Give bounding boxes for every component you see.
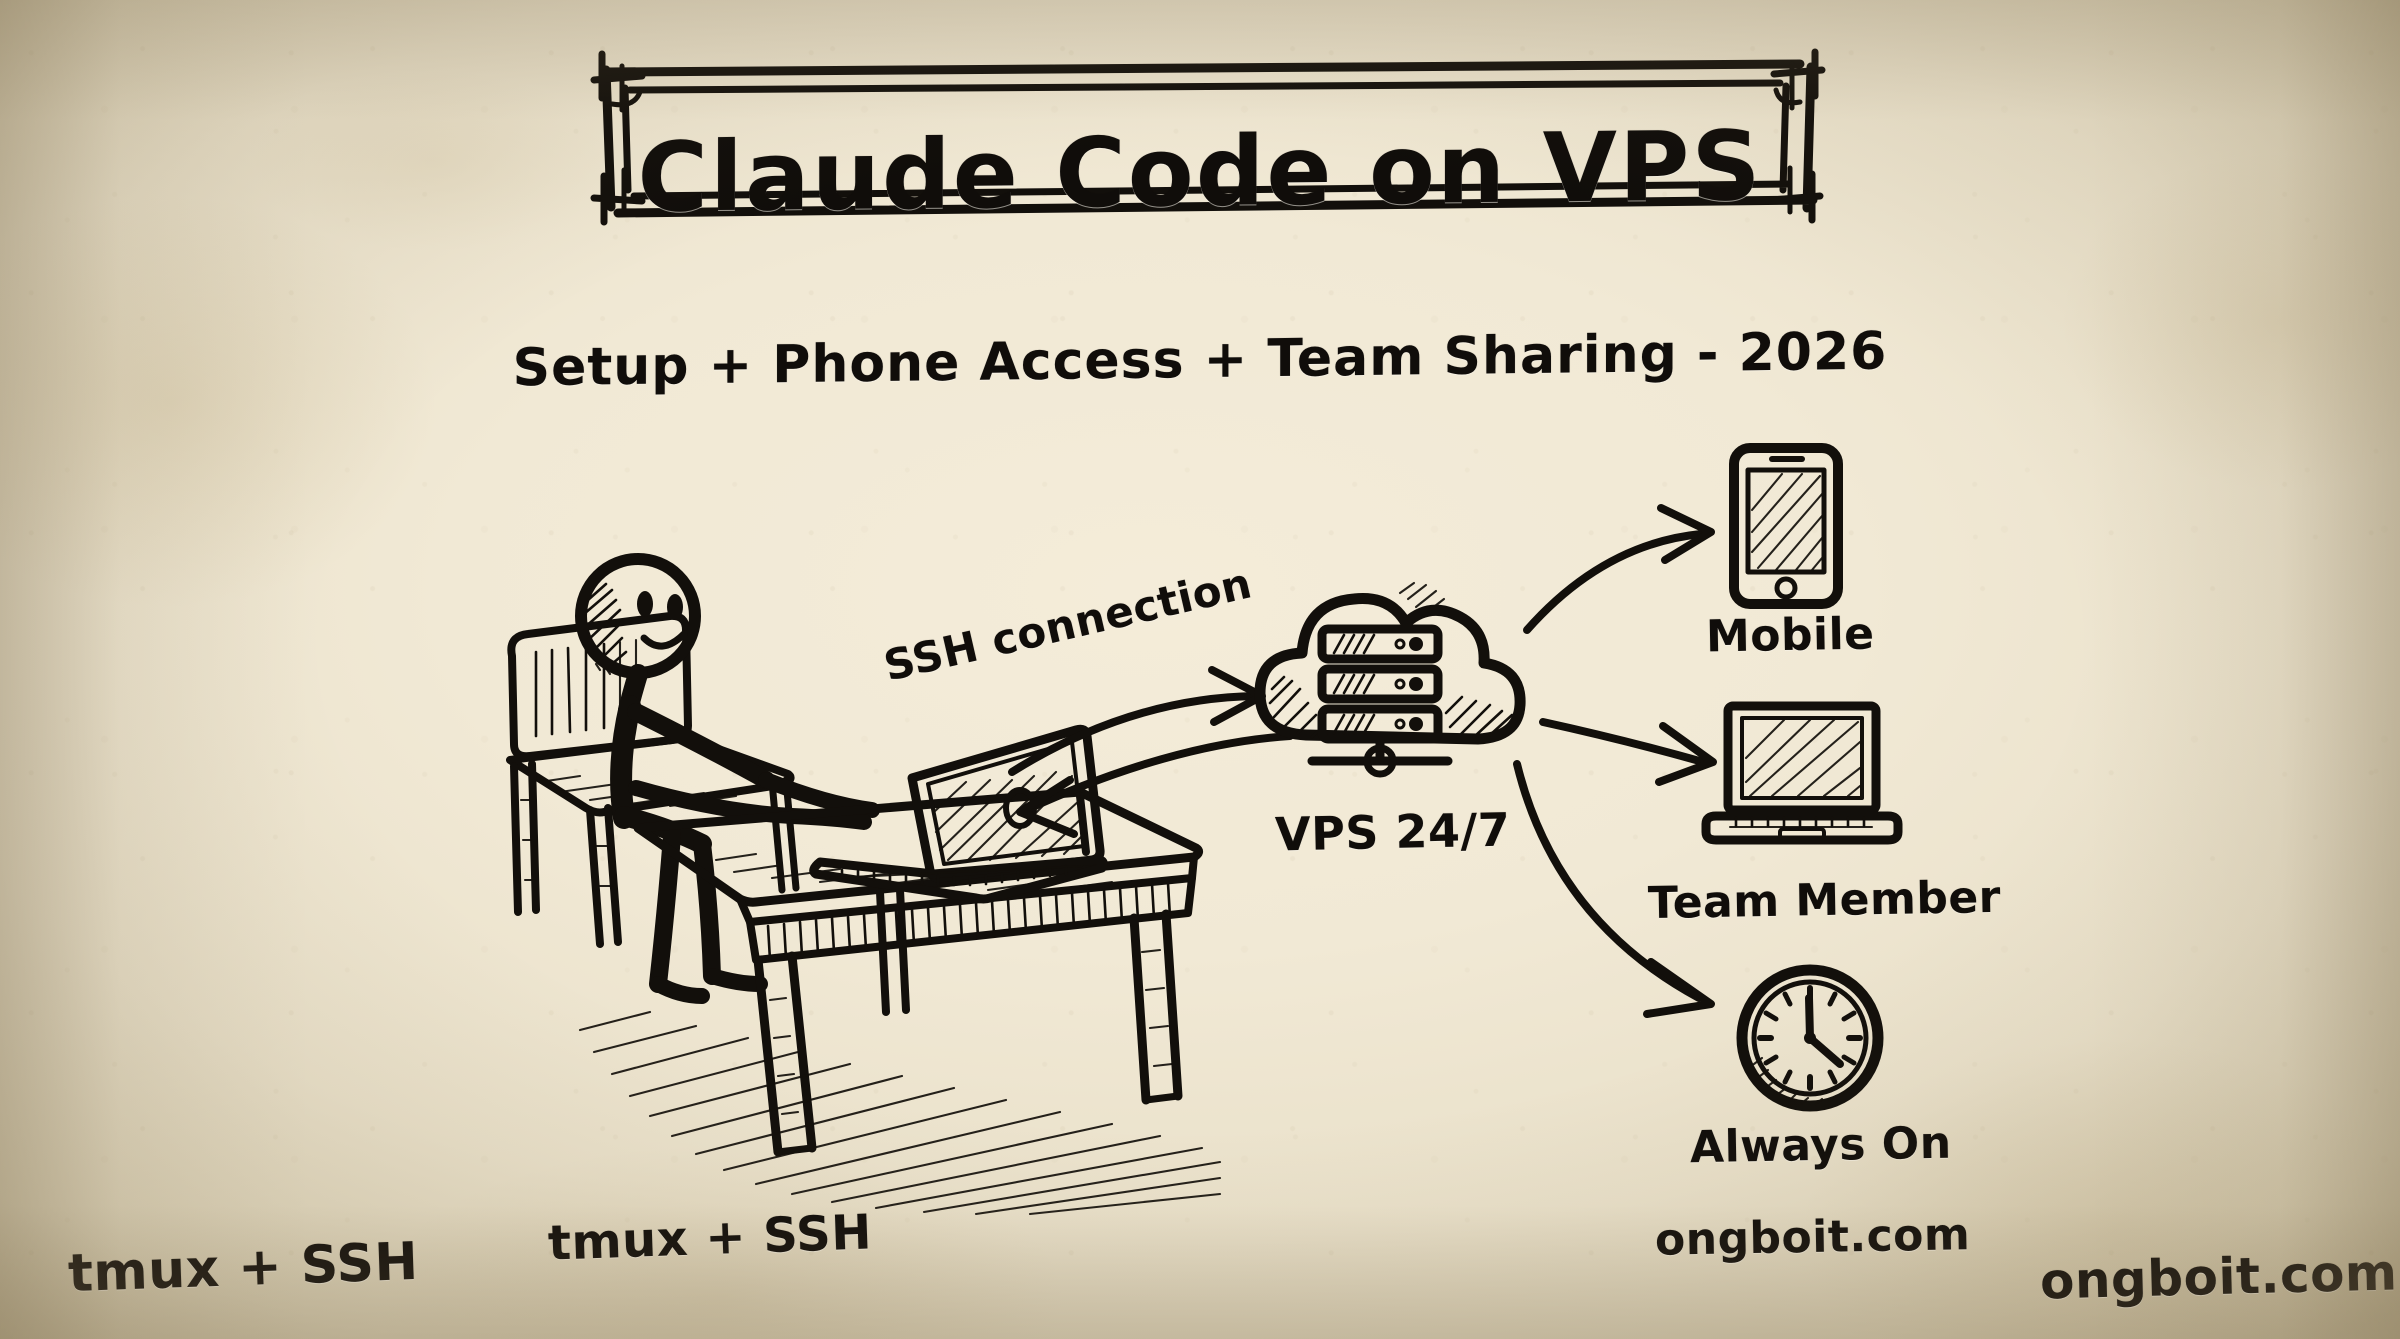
- smartphone-icon: [1729, 443, 1843, 609]
- always-on-label: Always On: [1689, 1117, 1952, 1174]
- ssh-connection-arrows: [1008, 666, 1294, 838]
- vps-fanout-arrows: [1513, 504, 1717, 1018]
- footer-site-mid: ongboit.com: [1654, 1209, 1971, 1266]
- team-member-label: Team Member: [1647, 871, 2002, 930]
- footer-tmux-left: tmux + SSH: [67, 1231, 420, 1305]
- cloud-server-icon: [1254, 581, 1526, 778]
- vps-label: VPS 24/7: [1274, 802, 1511, 862]
- ground-shadow-hatching: [578, 1010, 1222, 1216]
- footer-tmux-mid: tmux + SSH: [547, 1204, 873, 1272]
- title-frame: [590, 48, 1826, 226]
- mobile-label: Mobile: [1705, 608, 1875, 663]
- laptop-on-desk-shape: [809, 724, 1108, 904]
- laptop-icon: [1701, 701, 1903, 845]
- clock-icon: [1736, 964, 1884, 1112]
- person-at-desk-with-laptop-icon: [506, 553, 1222, 1216]
- footer-site-corner: ongboit.com: [2039, 1243, 2399, 1311]
